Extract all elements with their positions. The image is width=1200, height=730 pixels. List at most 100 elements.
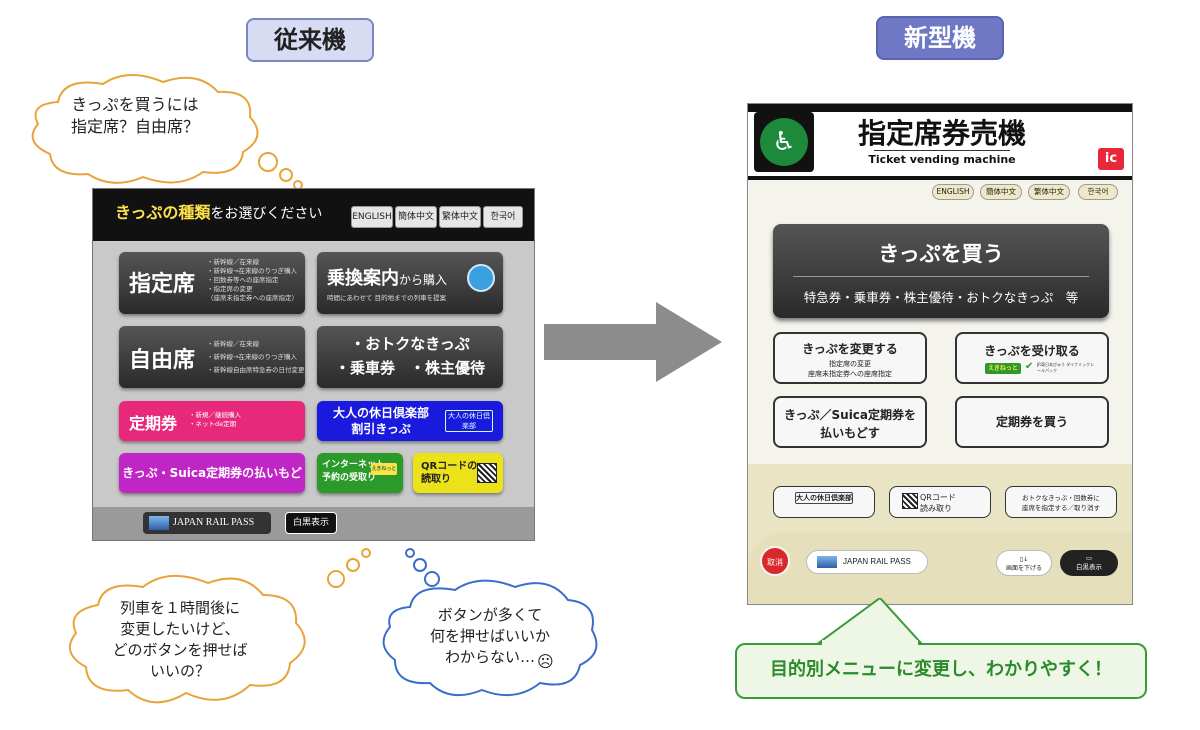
old-reserved-note-4: ・指定席の変更 [207,285,253,293]
new-lower-line1: 画面を下げる [1005,565,1042,572]
new-machine-screen: ♿ 指定席券売機 Ticket vending machine ic ENGLI… [747,103,1133,605]
otona-logo-icon: 大人の休日倶楽部 [795,492,853,504]
old-otona-button[interactable]: 大人の休日倶楽部 割引きっぷ 大人の休日倶楽部 [317,401,503,441]
new-refund-button[interactable]: きっぷ／Suica定期券を 払いもどす [773,396,927,448]
bubble-bl-line1: 列車を１時間後に [119,599,240,617]
old-otona-line2: 割引きっぷ [351,422,411,436]
bubble-top-line2: 指定席？自由席？ [70,117,199,136]
old-unreserved-button[interactable]: 自由席 ・新幹線／在来線 ・新幹線→在来線のりつぎ購入 ・新幹線自由席特急券の日… [119,326,305,388]
old-lang-english[interactable]: ENGLISH [351,206,393,228]
old-internet-line2: 予約の受取り [322,473,377,483]
old-bottom-bar: JAPAN RAIL PASS 白黒表示 [93,507,534,540]
old-deals-line2: ・乗車券 ・株主優待 [334,359,485,377]
old-refund-button[interactable]: きっぷ・Suica定期券の払いもどし [119,453,305,520]
old-unreserved-note-2: ・新幹線→在来線のりつぎ購入 [207,353,298,361]
bubble-bm-line1: ボタンが多くて [437,606,543,624]
new-lang-english[interactable]: ENGLISH [932,184,974,200]
thought-bubble-bottom-mid [382,548,598,697]
old-reserved-note-1: ・新幹線／在来線 [207,258,259,266]
qr-code-icon [477,463,497,483]
old-jrpass-button[interactable]: JAPAN RAIL PASS [143,512,271,534]
old-machine-screen: きっぷの種類をお選びください ENGLISH 簡体中文 繁体中文 한국어 指定席… [92,188,535,541]
thought-bubble-top [31,73,303,190]
new-top-border [748,176,1132,180]
old-commuter-label: 定期券 [129,414,178,433]
new-receive-button[interactable]: きっぷを受け取る えきねっと ✔ JR東日本びゅう ダイナミックレールパック [955,332,1109,384]
new-qr-code-icon [902,493,918,509]
old-deals-button[interactable]: ・おトクなきっぷ ・乗車券 ・株主優待 [317,326,503,388]
callout-box [735,643,1147,699]
new-header: ♿ 指定席券売機 Ticket vending machine ic [748,104,1132,180]
old-transfer-button[interactable]: 乗換案内から購入 時間にあわせて 目的地までの列車を提案 [317,252,503,314]
new-change-button[interactable]: きっぷを変更する 指定席の変更 座席未指定券への座席指定 [773,332,927,384]
old-qr-button[interactable]: QRコードの 読取り [413,453,503,493]
new-receive-label: きっぷを受け取る [984,344,1080,358]
new-lang-simplified[interactable]: 簡体中文 [980,184,1022,200]
old-reserved-note-2: ・新幹線→在来線のりつぎ購入 [207,267,298,275]
new-buy-label: きっぷを買う [878,242,1004,266]
old-deals-line1: ・おトクなきっぷ [350,335,470,353]
thought-bubble-bottom-left [68,548,371,704]
old-otona-line1: 大人の休日倶楽部 [332,406,429,420]
old-commuter-note-1: ・新規／継続購入 [189,411,241,419]
shinkansen-clock-icon [467,264,495,292]
bubble-bl-line4: いいの？ [149,662,210,680]
old-transfer-suffix: から購入 [399,273,448,287]
old-transfer-note: 時間にあわせて 目的地までの列車を提案 [327,294,447,302]
mount-fuji-icon [149,516,169,530]
new-commuter-button[interactable]: 定期券を買う [955,396,1109,448]
old-header: きっぷの種類をお選びください ENGLISH 簡体中文 繁体中文 한국어 [93,189,534,241]
confused-face-icon: ☹ [537,652,554,671]
new-receive-ekinet-badge: えきねっと [985,363,1021,374]
reserved-seat-logo-icon: ♿ [754,112,814,172]
new-cancel-button[interactable]: 取消 [760,546,790,576]
old-commuter-note-2: ・ネットde定期 [189,420,237,428]
new-header-black [748,104,1132,112]
old-lang-simplified[interactable]: 簡体中文 [395,206,437,228]
new-qr-button[interactable]: QRコード 読み取り [889,486,991,518]
new-subtitle: Ticket vending machine [868,153,1016,166]
new-buy-button[interactable]: きっぷを買う 特急券・乗車券・株主優待・おトクなきっぷ 等 [773,224,1109,318]
bubble-top-line1: きっぷを買うには [71,95,199,114]
old-internet-button[interactable]: インターネット 予約の受取り えきねっと [317,453,403,493]
old-unreserved-label: 自由席 [129,348,196,373]
new-jrpass-button[interactable]: JAPAN RAIL PASS [806,550,928,574]
old-unreserved-note-1: ・新幹線／在来線 [207,340,259,348]
new-bw-label: 白黒表示 [1076,563,1102,571]
new-change-note-2: 座席未指定券への座席指定 [808,370,892,378]
new-seat-assign-line1: おトクなきっぷ・回数券に [1022,494,1100,502]
old-reserved-note-3: ・回数券等への座席指定 [207,276,279,284]
new-lang-traditional[interactable]: 繁体中文 [1028,184,1070,200]
bubble-bm-line3: わからない… [444,648,535,666]
new-qr-line2: 読み取り [920,504,952,513]
old-reserved-button[interactable]: 指定席 ・新幹線／在来線 ・新幹線→在来線のりつぎ購入 ・回数券等への座席指定 … [119,252,305,314]
new-seat-assign-button[interactable]: おトクなきっぷ・回数券に 座席を指定する／取り消す [1005,486,1117,518]
new-jrpass-label: JAPAN RAIL PASS [843,557,911,566]
new-refund-line2: 払いもどす [820,426,880,440]
otona-club-logo-icon: 大人の休日倶楽部 [445,410,493,432]
bw-screen-icon: ▭ [1085,554,1093,562]
old-internet-line1: インターネット [322,460,386,470]
old-qr-line1: QRコードの [421,461,478,472]
old-jrpass-label: JAPAN RAIL PASS [173,517,255,528]
old-lang-traditional[interactable]: 繁体中文 [439,206,481,228]
new-change-label: きっぷを変更する [802,342,898,356]
check-icon: ✔ [1025,361,1034,372]
right-arrow-icon [544,302,722,382]
old-commuter-button[interactable]: 定期券 ・新規／継続購入 ・ネットde定期 [119,401,305,441]
new-mount-fuji-icon [817,556,837,568]
new-receive-badge2: JR東日本びゅう ダイナミックレールパック [1037,362,1095,373]
callout-text: 目的別メニューに変更し、わかりやすく！ [770,659,1112,680]
old-lang-korean[interactable]: 한국어 [483,206,523,228]
new-lang-korean[interactable]: 한국어 [1078,184,1118,200]
old-bw-button[interactable]: 白黒表示 [285,512,337,534]
old-machine-label: 従来機 [246,18,374,62]
old-header-bold: きっぷの種類 [115,203,211,222]
new-otona-button[interactable]: 大人の休日倶楽部 [773,486,875,518]
old-header-rest: をお選びください [210,206,323,222]
new-change-note-1: 指定席の変更 [829,360,871,368]
new-bw-button[interactable]: ▭ 白黒表示 [1060,550,1118,576]
bubble-bl-line3: どのボタンを押せば [112,641,248,659]
old-transfer-label: 乗換案内 [327,268,399,289]
new-lower-screen-button[interactable]: ▯↓ 画面を下げる [996,550,1052,576]
